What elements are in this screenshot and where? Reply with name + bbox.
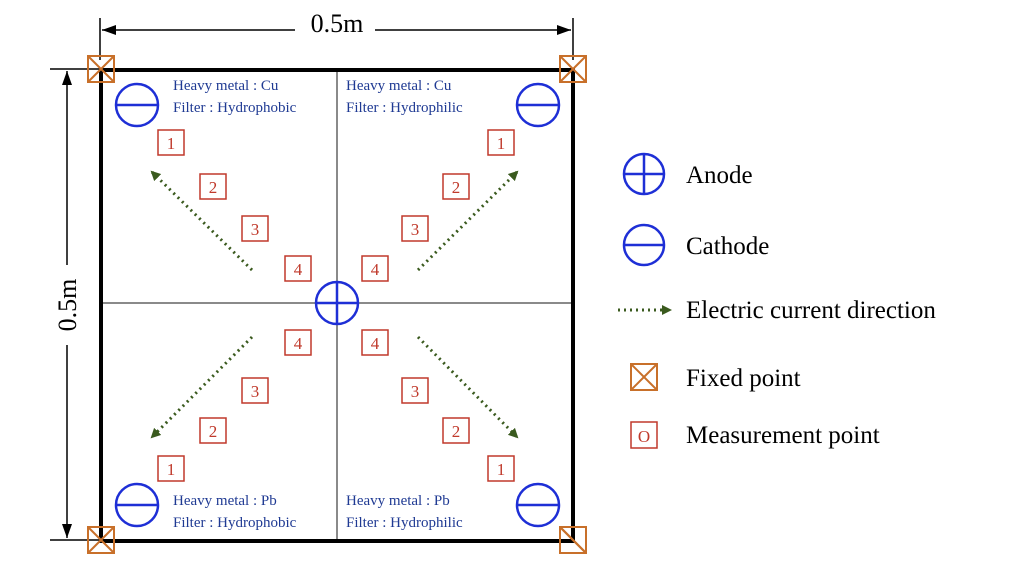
measurement-point: 4: [361, 329, 389, 356]
svg-text:4: 4: [371, 334, 380, 353]
anode-icon: [314, 280, 360, 326]
svg-text:3: 3: [411, 220, 420, 239]
legend-measurement-point-label: Measurement point: [686, 422, 880, 449]
legend-fixed-point-icon: [630, 363, 658, 391]
svg-text:2: 2: [209, 178, 218, 197]
measurement-point: 3: [241, 377, 269, 404]
test-box: [99, 68, 575, 543]
legend-current-label: Electric current direction: [686, 297, 936, 324]
measurement-point: 4: [284, 329, 312, 356]
svg-text:1: 1: [497, 460, 506, 479]
svg-text:2: 2: [452, 422, 461, 441]
width-label: 0.5m: [311, 9, 364, 38]
legend-fixed-point-label: Fixed point: [686, 365, 801, 392]
svg-text:3: 3: [251, 382, 260, 401]
fixed-point-icon: [559, 526, 587, 554]
quadrant-br-metal: Heavy metal : Pb: [346, 493, 450, 509]
svg-text:O: O: [638, 427, 650, 446]
svg-text:2: 2: [452, 178, 461, 197]
quadrant-tr-filter: Filter : Hydrophilic: [346, 100, 463, 116]
measurement-point: 3: [241, 215, 269, 242]
svg-text:1: 1: [167, 460, 176, 479]
fixed-point-icon: [87, 526, 115, 554]
fixed-point-icon: [559, 55, 587, 83]
quadrant-tl-filter: Filter : Hydrophobic: [173, 100, 297, 116]
measurement-point: 1: [487, 129, 515, 156]
measurement-point: 1: [157, 455, 185, 482]
svg-text:4: 4: [371, 260, 380, 279]
width-dimension: 0.5m: [99, 9, 574, 60]
svg-text:4: 4: [294, 334, 303, 353]
svg-text:3: 3: [411, 382, 420, 401]
cathode-icon: [515, 482, 561, 528]
quadrant-bl-metal: Heavy metal : Pb: [173, 493, 277, 509]
cathode-icon: [114, 82, 160, 128]
cathode-icon: [114, 482, 160, 528]
measurement-point: 3: [401, 377, 429, 404]
measurement-point: 1: [157, 129, 185, 156]
cathode-icon: [515, 82, 561, 128]
measurement-point: 2: [199, 173, 227, 200]
measurement-point: 1: [487, 455, 515, 482]
svg-text:1: 1: [497, 134, 506, 153]
legend-cathode-icon: [622, 223, 666, 267]
measurement-point: 4: [361, 255, 389, 282]
legend: Anode Cathode Electric current direction…: [618, 152, 936, 449]
svg-text:1: 1: [167, 134, 176, 153]
quadrant-tr-metal: Heavy metal : Cu: [346, 78, 452, 94]
legend-anode-label: Anode: [686, 162, 753, 189]
measurement-point: 2: [442, 417, 470, 444]
svg-text:2: 2: [209, 422, 218, 441]
legend-measurement-point-icon: O: [630, 421, 658, 449]
height-dimension: 0.5m: [50, 68, 100, 541]
legend-anode-icon: [622, 152, 666, 196]
quadrant-tl-metal: Heavy metal : Cu: [173, 78, 279, 94]
svg-text:4: 4: [294, 260, 303, 279]
svg-text:3: 3: [251, 220, 260, 239]
height-label: 0.5m: [53, 279, 82, 332]
legend-cathode-label: Cathode: [686, 233, 769, 260]
quadrant-bl-filter: Filter : Hydrophobic: [173, 515, 297, 531]
measurement-point: 2: [199, 417, 227, 444]
measurement-point: 4: [284, 255, 312, 282]
measurement-point: 3: [401, 215, 429, 242]
quadrant-br-filter: Filter : Hydrophilic: [346, 515, 463, 531]
measurement-point: 2: [442, 173, 470, 200]
fixed-point-icon: [87, 55, 115, 83]
